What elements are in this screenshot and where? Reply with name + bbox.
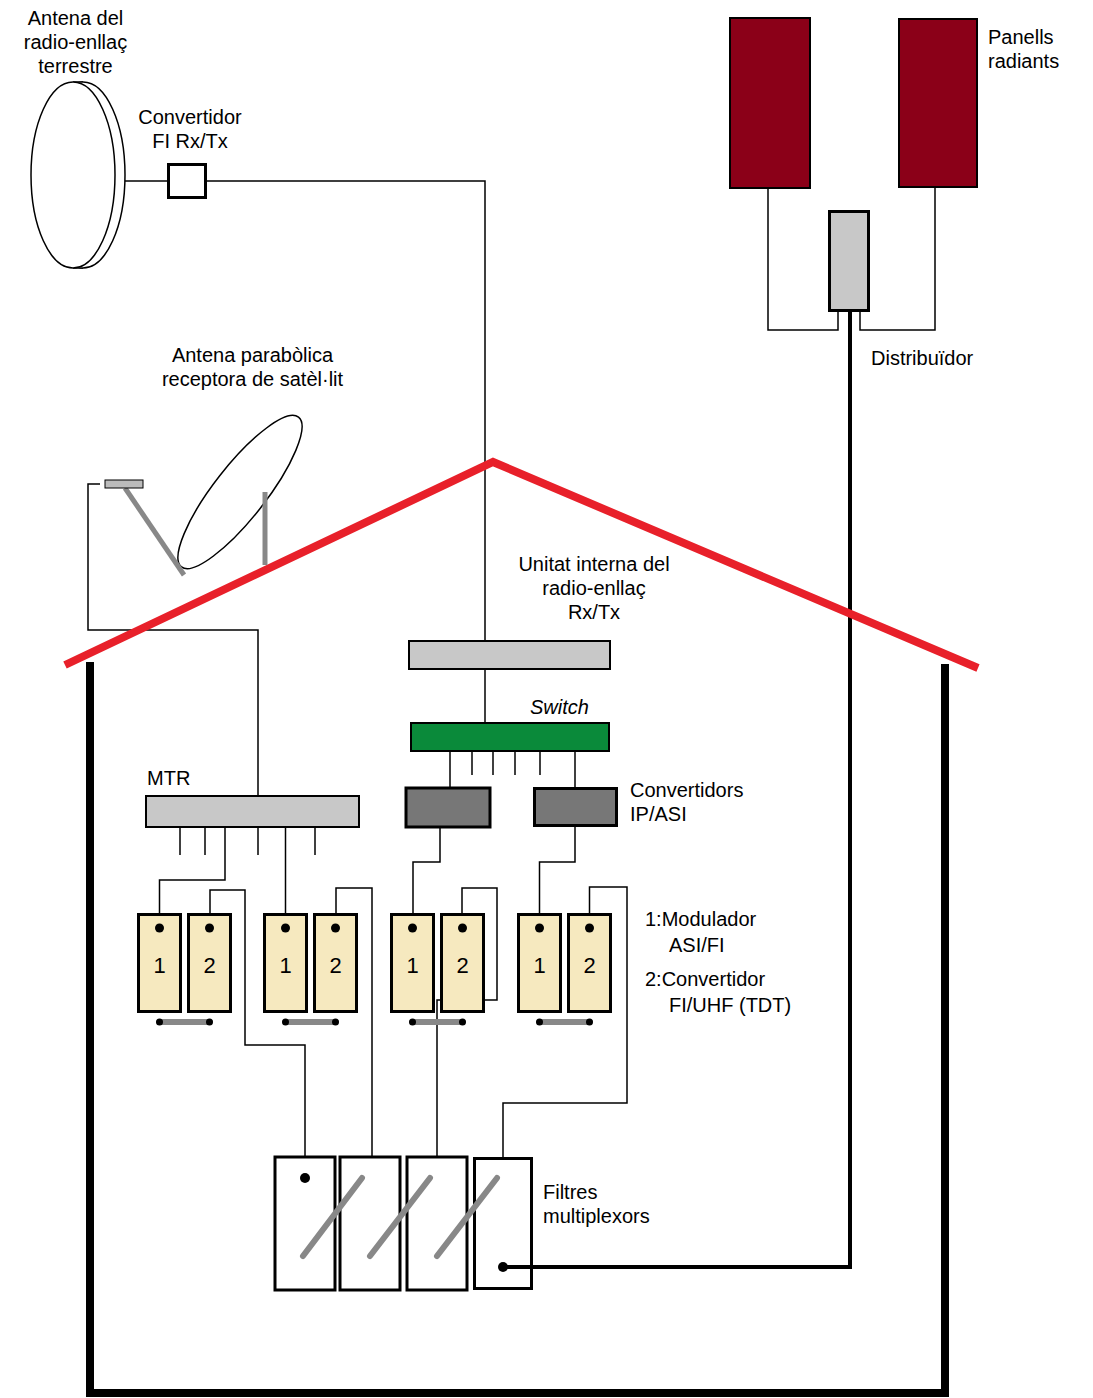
equipment-box: MTR [145,795,360,828]
cable [285,828,287,913]
module-number: 1 [393,953,432,979]
node-label: MTR [147,766,190,790]
antenna-symbol [25,80,125,270]
radiant-panel [730,18,810,188]
cable [540,827,576,913]
node-label: Distribuïdor [871,346,973,370]
node-label: Antena del radio-enllaç terrestre [13,6,138,78]
equipment-box: Panells radiants [898,18,978,188]
module-box: 1 [517,913,562,1013]
cable [207,181,485,640]
node-label: Antena parabòlica receptora de satèl·lit [145,343,360,391]
cable [160,828,226,913]
node-label: Unitat interna del radio-enllaç Rx/Tx [518,552,670,624]
module-box: 2 [313,913,358,1013]
house-walls [90,662,945,1393]
antenna-node: Antena parabòlica receptora de satèl·lit [100,410,300,585]
cable [503,887,627,1157]
module-number: 1 [266,953,305,979]
module-box: 2 [567,913,612,1013]
filter-details [300,1173,533,1272]
cable [860,188,935,330]
cable [125,180,167,182]
module-box: 2 [440,913,485,1013]
module-box: 1 [137,913,182,1013]
module-number: 2 [570,953,609,979]
module-number: 2 [443,953,482,979]
node-label: Panells radiants [988,25,1080,73]
cable [574,752,576,787]
equipment-box: Unitat interna del radio-enllaç Rx/Tx [408,640,611,670]
multiplexer-filter [275,1157,467,1290]
module-box: 2 [187,913,232,1013]
legend-note: 1:Modulador ASI/FI [645,906,804,958]
equipment-box: Switch [410,722,610,752]
cable [484,670,486,722]
module-box: 1 [390,913,435,1013]
node-label: Convertidors IP/ASI [630,778,755,826]
node-label: Convertidor FI Rx/Tx [130,105,250,153]
equipment-box: Filtres multiplexors [473,1157,533,1290]
module-number: 1 [140,953,179,979]
module-details [155,924,594,1026]
equipment-box: Distribuïdor [828,210,870,312]
legend-note: 2:Convertidor FI/UHF (TDT) [645,966,804,1018]
roof [65,462,978,668]
module-number: 1 [520,953,559,979]
node-label: Switch [530,695,589,719]
module-number: 2 [190,953,229,979]
node-label: Filtres multiplexors [543,1180,668,1228]
wires [180,188,838,1157]
ip-asi-converter [406,788,490,827]
module-box: 1 [263,913,308,1013]
antenna-node: Antena del radio-enllaç terrestre [25,80,125,270]
equipment-box: Convertidor FI Rx/Tx [167,163,207,199]
module-number: 2 [316,953,355,979]
dish-symbol [100,410,300,585]
cable [533,312,850,1267]
equipment-box: Convertidors IP/ASI [533,787,618,827]
